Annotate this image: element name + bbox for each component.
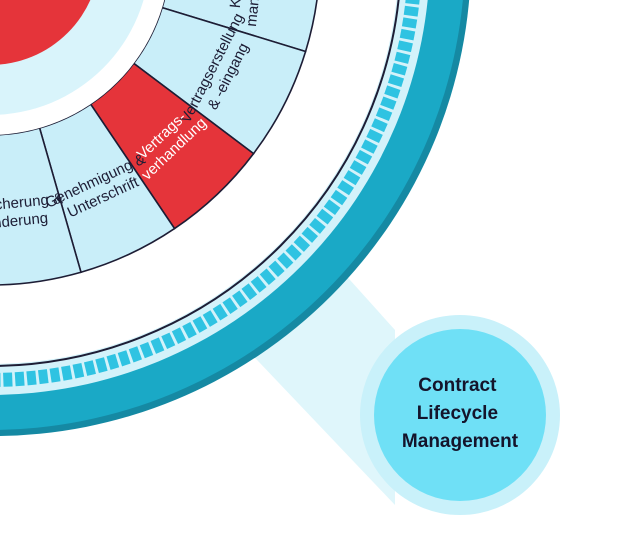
dash-mark (401, 17, 418, 29)
dash-mark (403, 5, 419, 17)
dash-mark (14, 371, 25, 387)
dash-mark (330, 189, 348, 206)
dash-mark (83, 360, 96, 376)
dash-mark (250, 276, 267, 293)
dash-mark (150, 337, 165, 354)
dash-mark (117, 350, 131, 367)
dash-mark (212, 303, 228, 321)
dash-mark (343, 170, 361, 186)
dash-mark (349, 160, 367, 175)
badge-line-2: Lifecycle (417, 403, 498, 424)
dash-mark (301, 226, 319, 243)
hub-red-core (0, 0, 91, 65)
dash-mark (399, 28, 416, 41)
dash-mark (171, 327, 187, 344)
dash-mark (259, 268, 276, 285)
dash-mark (293, 235, 311, 252)
dash-mark (397, 40, 413, 53)
dash-mark (366, 128, 383, 144)
dash-mark (337, 180, 354, 196)
dash-mark (316, 208, 334, 225)
dash-mark (375, 107, 393, 122)
dash-mark (49, 367, 61, 383)
dash-mark (182, 321, 197, 339)
dash-mark (277, 252, 294, 269)
dash-mark (161, 332, 176, 350)
dash-mark (3, 372, 13, 387)
badge-title: Contract Lifecycle Management (402, 375, 519, 452)
dash-mark (139, 341, 154, 359)
segment-ring (0, 0, 318, 286)
dash-mark (387, 74, 405, 88)
dash-mark (380, 96, 397, 110)
segment-label-line: Klausel- (227, 0, 250, 9)
dash-mark (361, 139, 378, 154)
dash-mark (355, 149, 373, 165)
badge-line-1: Contract (418, 375, 497, 396)
dash-mark (371, 118, 388, 133)
dash-mark (61, 365, 73, 381)
dash-mark (106, 353, 120, 370)
dash-mark (384, 85, 401, 99)
dash-mark (241, 283, 258, 301)
dash-mark (394, 51, 411, 64)
badge-line-3: Management (402, 431, 519, 452)
dash-mark (323, 199, 341, 215)
dash-mark (72, 362, 85, 379)
segment-label-line: Änderung (0, 210, 49, 233)
dash-mark (391, 63, 408, 76)
dash-mark (192, 316, 208, 333)
dash-mark (202, 310, 218, 327)
center-badge (374, 329, 546, 501)
dash-mark (285, 244, 302, 261)
dash-mark (222, 297, 238, 314)
dash-mark (405, 0, 421, 5)
dash-ring (0, 0, 421, 388)
dash-mark (232, 290, 248, 308)
dash-mark (268, 260, 285, 278)
dash-mark (128, 346, 142, 363)
dash-mark (37, 369, 49, 385)
dash-mark (95, 357, 108, 374)
dash-mark (309, 217, 326, 234)
dash-mark (26, 370, 37, 386)
